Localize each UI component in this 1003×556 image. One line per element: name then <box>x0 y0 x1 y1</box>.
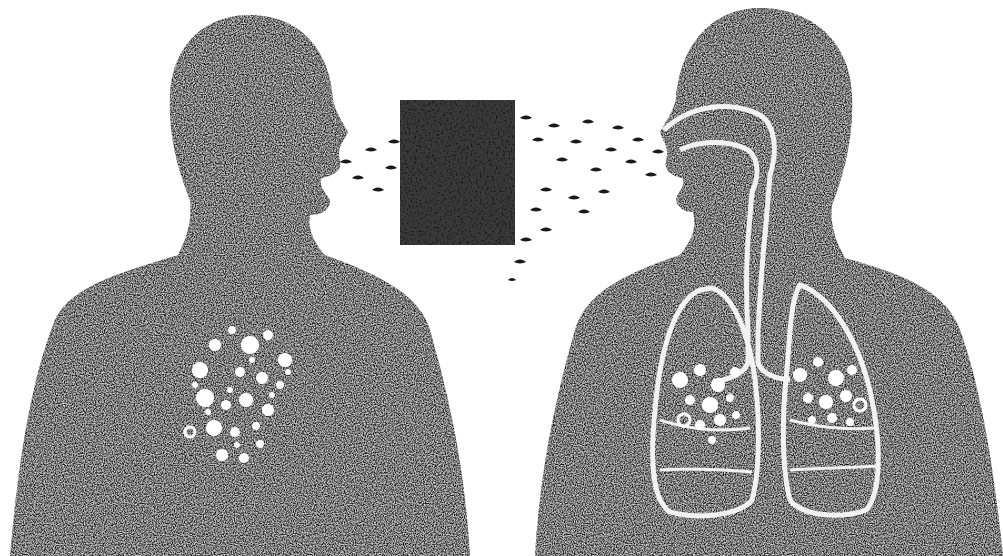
droplet-cloud <box>400 100 515 245</box>
